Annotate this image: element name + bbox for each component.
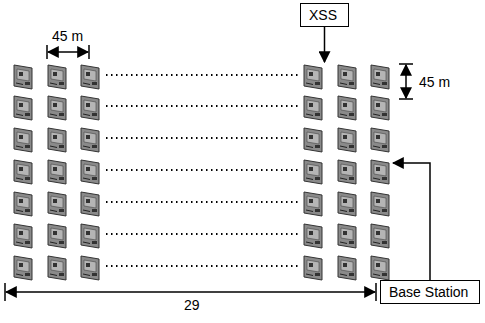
dotted-line	[106, 169, 298, 171]
leader-arrow	[324, 27, 326, 62]
sensor-icon	[304, 256, 322, 280]
sensor-icon	[371, 128, 389, 152]
sensor-icon	[48, 128, 66, 152]
sensor-icon	[371, 160, 389, 184]
dotted-line	[106, 265, 298, 267]
sensor-icon	[48, 65, 66, 89]
box-label: Base Station	[389, 284, 471, 300]
sensor-icon	[14, 256, 32, 280]
sensor-icon	[14, 224, 32, 248]
sensor-icon	[304, 160, 322, 184]
sensor-icon	[81, 160, 99, 184]
dotted-line	[106, 74, 298, 76]
sensor-icon	[371, 224, 389, 248]
sensor-icon	[304, 128, 322, 152]
sensor-icon	[304, 224, 322, 248]
sensor-icon	[371, 96, 389, 120]
sensor-icon	[48, 160, 66, 184]
sensor-icon	[304, 96, 322, 120]
dimension-arrow	[47, 45, 89, 59]
row-ellipsis	[106, 75, 298, 266]
leader-lines	[325, 27, 431, 280]
sensor-icon	[338, 65, 356, 89]
sensor-icon	[338, 192, 356, 216]
sensor-icon	[338, 224, 356, 248]
sensor-icon	[81, 96, 99, 120]
dimension-label: 45 m	[51, 28, 84, 44]
sensor-icon	[14, 160, 32, 184]
sensor-icon	[338, 128, 356, 152]
sensor-icon	[14, 96, 32, 120]
sensor-icon	[48, 224, 66, 248]
dimension-label: 45 m	[418, 74, 451, 90]
dotted-line	[106, 137, 298, 139]
sensor-icon	[371, 256, 389, 280]
base-station-box: Base Station	[380, 280, 480, 304]
sensor-icon	[338, 96, 356, 120]
sensor-icon	[371, 192, 389, 216]
leader-arrow	[393, 163, 430, 280]
sensor-icon	[81, 256, 99, 280]
sensor-icon	[338, 160, 356, 184]
sensor-icon	[338, 256, 356, 280]
sensor-icon	[48, 96, 66, 120]
sensor-icon	[371, 65, 389, 89]
dotted-line	[106, 201, 298, 203]
sensor-icon	[14, 192, 32, 216]
dotted-line	[106, 105, 298, 107]
sensor-icon	[81, 65, 99, 89]
sensor-icons	[14, 65, 389, 280]
dotted-line	[106, 233, 298, 235]
box-label: XSS	[309, 7, 340, 23]
sensor-icon	[81, 224, 99, 248]
sensor-icon	[48, 256, 66, 280]
sensor-icon	[14, 128, 32, 152]
sensor-icon	[81, 192, 99, 216]
sensor-icon	[81, 128, 99, 152]
sensor-icon	[304, 65, 322, 89]
sensor-icon	[304, 192, 322, 216]
xss-box: XSS	[300, 3, 349, 27]
sensor-icon	[48, 192, 66, 216]
sensor-icon	[14, 65, 32, 89]
dimension-arrow	[399, 64, 413, 99]
dimension-label: 29	[183, 297, 201, 313]
